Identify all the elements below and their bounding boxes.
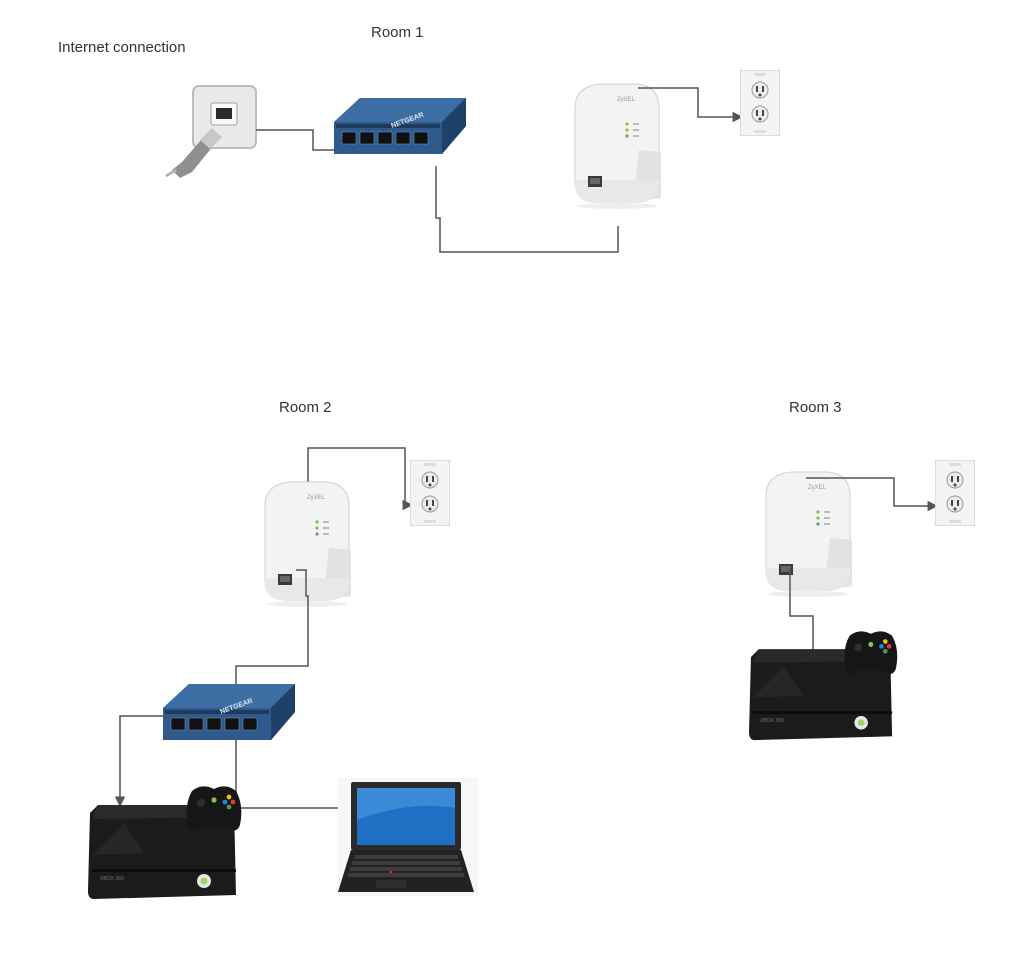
cable-switch-to-powerline bbox=[435, 166, 619, 253]
wall-outlet-room3 bbox=[935, 460, 975, 526]
powerline-brand-room3: ZyXEL bbox=[808, 485, 827, 491]
cable-powerline-to-switch-room2 bbox=[235, 569, 309, 720]
powerline-adapter-room1: ZyXEL bbox=[574, 83, 662, 210]
wall-outlet-room2 bbox=[410, 460, 450, 526]
cable-powerline-to-outlet-room2 bbox=[307, 447, 414, 511]
internet-wall-jack bbox=[165, 85, 257, 178]
xbox-console-room3: XBOX 360 bbox=[749, 631, 898, 741]
xbox-brand-room3: XBOX 360 bbox=[760, 718, 784, 724]
cable-powerline-to-outlet-room3 bbox=[806, 477, 939, 512]
cable-powerline-to-xbox-room3 bbox=[789, 568, 819, 668]
laptop-computer bbox=[338, 778, 478, 896]
room-1-label: Room 1 bbox=[371, 24, 424, 41]
cable-powerline-to-outlet-room1 bbox=[638, 87, 744, 123]
powerline-brand-room1: ZyXEL bbox=[617, 97, 636, 103]
wall-outlet-room1 bbox=[740, 70, 780, 136]
cable-switch-to-laptop bbox=[235, 735, 356, 872]
cable-jack-to-switch bbox=[256, 129, 336, 151]
cable-switch-to-xbox-room2 bbox=[114, 715, 168, 808]
room-3-label: Room 3 bbox=[789, 399, 842, 416]
network-switch-room1: NETGEAR bbox=[333, 97, 467, 155]
powerline-adapter-room2: ZyXEL bbox=[264, 481, 352, 608]
xbox-brand-room2: XBOX 360 bbox=[100, 876, 124, 882]
xbox-console-room2: XBOX 360 bbox=[88, 786, 242, 899]
powerline-adapter-room3: ZyXEL bbox=[765, 471, 853, 598]
network-switch-room2: NETGEAR bbox=[162, 683, 296, 741]
internet-connection-label: Internet connection bbox=[58, 39, 186, 56]
powerline-brand-room2: ZyXEL bbox=[307, 495, 326, 501]
room-2-label: Room 2 bbox=[279, 399, 332, 416]
